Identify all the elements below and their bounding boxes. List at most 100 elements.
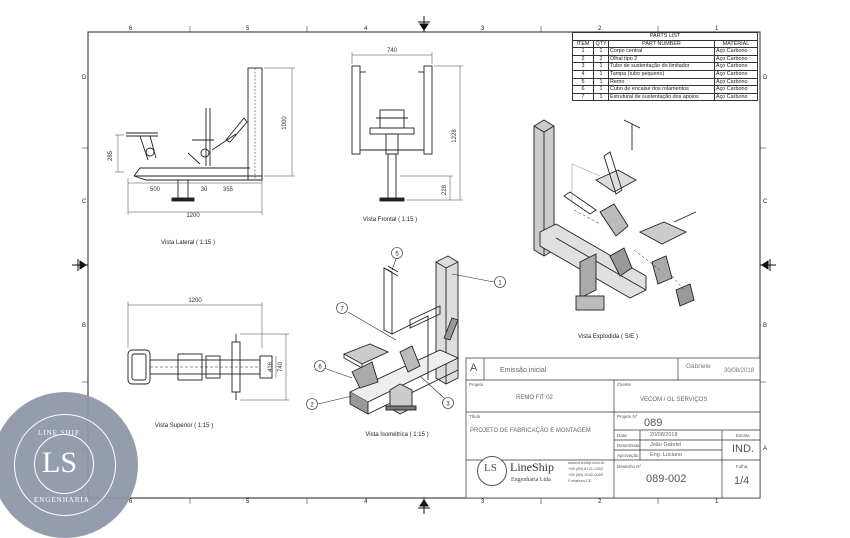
watermark-bottom-text: ENGENHARIA (34, 496, 90, 504)
lat-dim-1200: 1200 (186, 213, 200, 219)
sup-title: Vista Superior ( 1:15 ) (155, 423, 213, 429)
front-dim-228: 228 (442, 184, 448, 195)
titulo-value: PROJETO DE FABRICAÇÃO E MONTAGEM (470, 428, 591, 434)
col-num-5: 5 (246, 26, 250, 32)
cell-material: Aço Carbono (714, 69, 758, 79)
balloon-3: 3 (446, 402, 450, 408)
cell-qty: 1 (593, 62, 609, 71)
cell-material: Aço Carbono (714, 47, 758, 56)
cell-part: Olhal tipo 2 (608, 54, 715, 64)
watermark-monogram: LS (42, 446, 78, 479)
balloon-2: 2 (310, 403, 314, 409)
lat-dim-1000: 1000 (282, 116, 288, 130)
cell-item: 1 (572, 47, 594, 56)
front-title: Vista Frontal ( 1:15 ) (363, 217, 417, 223)
parts-list-header: MATERIAL (714, 39, 758, 49)
watermark-ring (14, 414, 116, 516)
row-letter-c: C (82, 199, 87, 205)
row-letter-right-d: D (763, 75, 768, 81)
centering-marks (72, 16, 776, 514)
cell-material: Aço Carbono (714, 62, 758, 71)
titulo-label: Título (469, 414, 481, 419)
row-letter-right-c: C (763, 199, 768, 205)
balloon-7: 7 (340, 307, 344, 313)
cell-qty: 2 (593, 54, 609, 64)
company-contact-web: www.lineship.com.br (568, 460, 605, 465)
view-frontal-dims (351, 52, 463, 201)
lat-dim-500: 500 (150, 187, 161, 193)
exp-title: Vista Explodida ( S/E ) (578, 334, 638, 340)
balloon-5: 5 (395, 252, 399, 258)
cell-material: Aço Carbono (714, 77, 758, 87)
row-letter-right-b: B (763, 323, 768, 329)
row-letter-b: B (82, 323, 87, 329)
cell-part: Tampa (tubo pequeno) (608, 69, 715, 79)
cell-item: 3 (572, 62, 594, 71)
cell-part: Remo (608, 77, 715, 87)
col-num-bottom-5: 5 (246, 499, 250, 505)
col-num-bottom-4: 4 (364, 499, 368, 505)
cell-item: 4 (572, 69, 594, 79)
cell-item: 2 (572, 54, 594, 64)
parts-list-header: ITEM (572, 39, 594, 49)
data-value: 20/08/2018 (650, 432, 678, 438)
col-num-bottom-1: 1 (715, 499, 719, 505)
col-num-bottom-6: 6 (129, 499, 133, 505)
col-num-2: 2 (598, 26, 602, 32)
sup-dim-740: 740 (278, 361, 284, 372)
cliente-label: Cliente (617, 382, 632, 387)
projeto-label: Projeto (469, 382, 484, 387)
iso-title: Vista Isométrica ( 1:15 ) (365, 432, 428, 438)
view-superior (127, 334, 273, 400)
view-isometrica (342, 255, 460, 415)
watermark-inner-ring (34, 434, 94, 494)
balloon-6: 6 (318, 365, 322, 371)
projeto-num-label: Projeto N° (617, 414, 638, 419)
escala-label: Escala (736, 433, 750, 438)
view-frontal (351, 65, 433, 202)
col-num-4: 4 (364, 26, 368, 32)
iso-balloons (306, 247, 506, 410)
col-num-6: 6 (129, 26, 133, 32)
desenhista-label: Desenhista (617, 443, 640, 448)
view-lateral (126, 67, 263, 202)
company-name: LineShip (510, 460, 554, 474)
parts-list-header: QTY (593, 39, 609, 49)
lat-dim-285: 285 (108, 150, 114, 161)
rev-desc: Emissão inicial (500, 367, 547, 374)
projeto-value: REMO FIT 02 (516, 395, 553, 401)
company-contact-phone1: +55 (85) 8721-2202 (568, 466, 604, 471)
cell-qty: 1 (593, 92, 609, 102)
front-dim-1228: 1228 (452, 129, 458, 143)
company-sub: Engenharia Ltda (511, 477, 551, 483)
balloon-1: 1 (498, 281, 502, 287)
cell-part: Cubo de encaixe dos rolamentos (608, 85, 715, 94)
cliente-value: VECOM / GL SERVIÇOS (640, 397, 708, 403)
aprovacao-label: Aprovação (617, 453, 639, 458)
cell-item: 6 (572, 85, 594, 94)
rev-letter: A (470, 362, 478, 374)
cell-part: Tubo de sustentação do limitador (608, 62, 715, 71)
rev-by: Gabriele (686, 363, 711, 370)
title-block-frame (465, 357, 761, 499)
escala-value: IND. (732, 443, 754, 455)
lat-title: Vista Lateral ( 1:15 ) (161, 240, 215, 246)
cell-material: Aço Carbono (714, 54, 758, 64)
view-lateral-dims (115, 67, 295, 215)
company-contact-phone2: +55 (85) 3042-0000 (568, 472, 604, 477)
rev-date: 30/08/2018 (724, 368, 755, 374)
front-dim-740: 740 (387, 48, 398, 54)
parts-list-header: PART NUMBER (608, 39, 715, 49)
watermark-top-text: LINE SHIP (38, 429, 80, 437)
parts-list-table: PARTS LIST ITEM QTY PART NUMBER MATERIAL… (572, 32, 758, 102)
row-letter-d: D (82, 75, 87, 81)
cell-qty: 1 (593, 47, 609, 56)
cell-part: Corpo central (608, 47, 715, 56)
company-logo-monogram: LS (484, 462, 497, 474)
cell-item: 7 (572, 92, 594, 102)
